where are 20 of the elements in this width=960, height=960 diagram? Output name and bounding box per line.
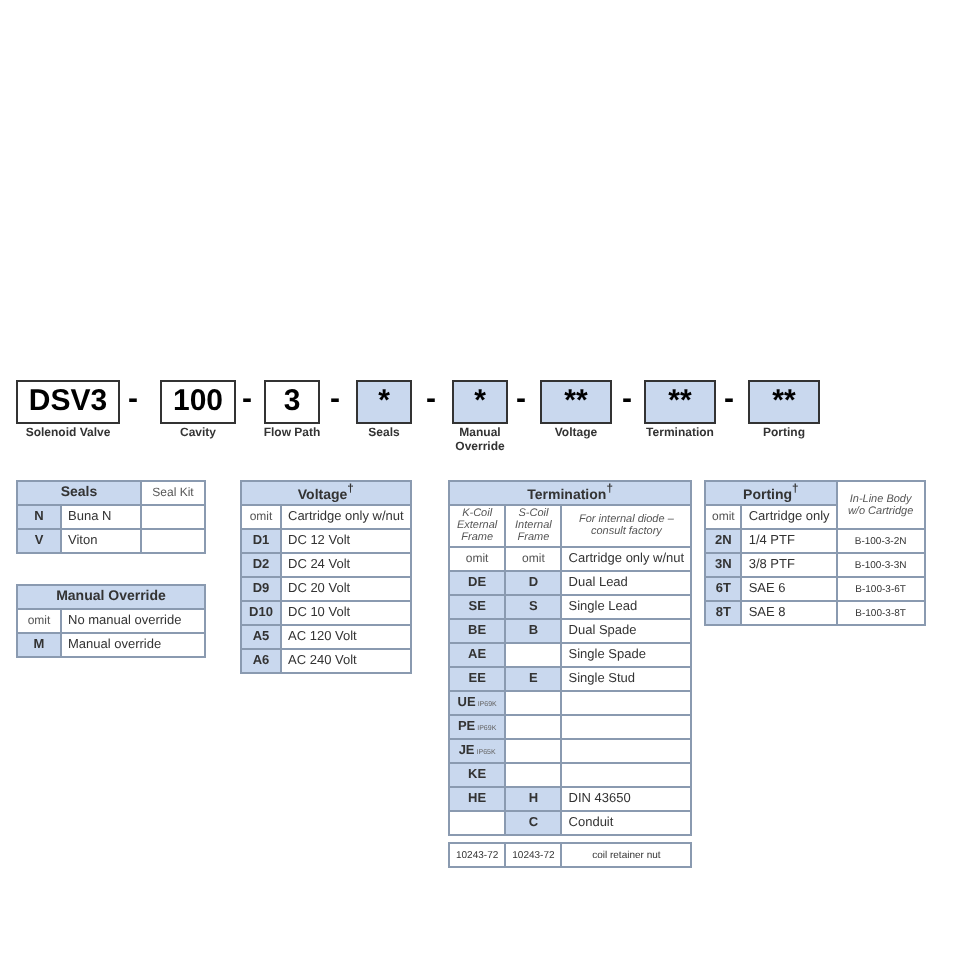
option-table [448,480,693,869]
separator-dash: - [242,380,252,420]
separator-dash: - [516,380,526,420]
option-table [16,584,206,658]
code-box: 100 [160,380,236,424]
code-box: DSV3 [16,380,120,424]
separator-dash: - [622,380,632,420]
code-box: ** [644,380,716,424]
code-box: * [356,380,412,424]
option-table [704,480,926,627]
separator-dash: - [724,380,734,420]
code-box: ** [540,380,612,424]
code-box: ** [748,380,820,424]
separator-dash: - [426,380,436,420]
option-table [16,480,206,554]
code-box: 3 [264,380,320,424]
option-table [240,480,412,675]
code-box: * [452,380,508,424]
separator-dash: - [330,380,340,420]
separator-dash: - [128,380,138,420]
